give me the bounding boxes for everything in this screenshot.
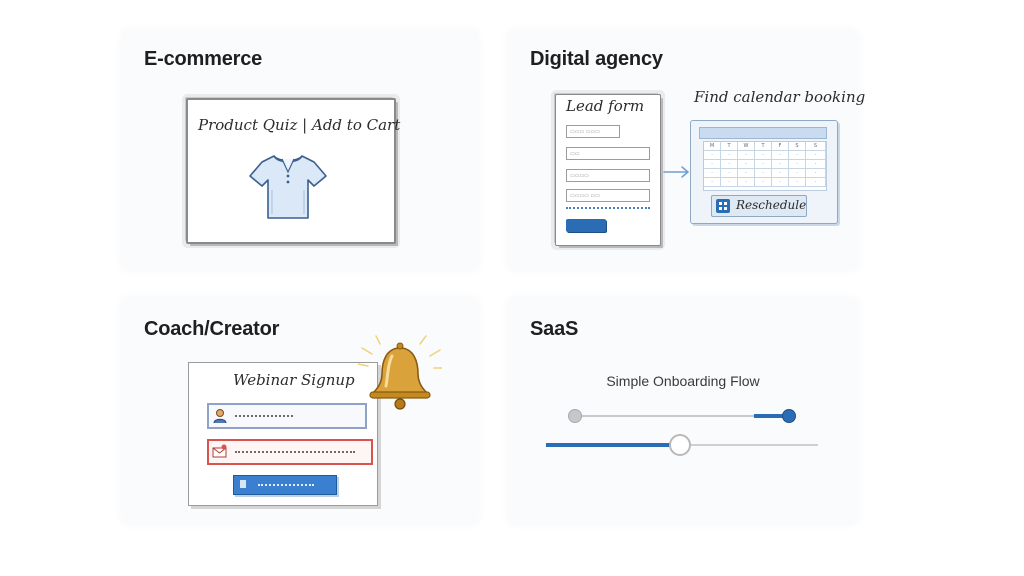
scribble-text xyxy=(258,484,314,488)
scribble-text xyxy=(235,415,293,419)
scribble-text xyxy=(235,451,355,455)
slider-start-handle[interactable] xyxy=(568,409,582,423)
arrow-right-icon xyxy=(663,166,690,178)
card-title: Digital agency xyxy=(530,48,663,70)
reschedule-button[interactable]: Reschedule xyxy=(711,195,807,217)
slider-handle[interactable] xyxy=(669,434,691,456)
lead-form-sketch: Lead form ▭▭▭ ▭▭▭ ▭▭ ▭▭▭▭ ▭▭▭▭ ▭▭ xyxy=(555,94,661,246)
onboarding-flow-label: Simple Onboarding Flow xyxy=(606,373,760,389)
form-field[interactable]: ▭▭▭▭ xyxy=(566,169,650,182)
register-button[interactable] xyxy=(233,475,337,495)
bell-icon xyxy=(358,335,442,410)
webinar-signup-sketch: Webinar Signup xyxy=(188,362,378,506)
onboarding-slider-bottom[interactable] xyxy=(546,434,818,456)
slider-fill xyxy=(546,443,679,447)
slider-fill xyxy=(754,414,790,418)
name-input-sketch[interactable] xyxy=(207,403,367,429)
form-field[interactable]: ▭▭ xyxy=(566,147,650,160)
email-input-sketch[interactable] xyxy=(207,439,373,465)
card-title: E-commerce xyxy=(144,48,263,70)
onboarding-slider-top[interactable] xyxy=(568,408,796,424)
user-icon xyxy=(213,409,227,424)
card-coach-creator: Coach/Creator Webinar Signup xyxy=(122,298,478,524)
card-title: Coach/Creator xyxy=(144,318,280,340)
reschedule-label: Reschedule xyxy=(736,198,807,212)
calendar-icon xyxy=(716,199,730,213)
submit-button[interactable] xyxy=(566,219,606,232)
calendar-header xyxy=(699,127,827,139)
tshirt-icon xyxy=(249,155,327,219)
calendar-label: Find calendar booking xyxy=(694,88,866,106)
card-title: SaaS xyxy=(530,318,579,340)
slider-track xyxy=(574,415,790,417)
card-saas: SaaS Simple Onboarding Flow xyxy=(508,298,858,524)
card-digital-agency: Digital agency Lead form ▭▭▭ ▭▭▭ ▭▭ ▭▭▭▭… xyxy=(508,30,865,270)
sketch-label: Webinar Signup xyxy=(233,371,355,389)
sketch-label: Product Quiz | Add to Cart xyxy=(198,116,401,134)
form-dots xyxy=(566,207,650,215)
card-ecommerce: E-commerce Product Quiz | Add to Cart xyxy=(122,30,478,270)
slider-handle[interactable] xyxy=(782,409,796,423)
form-field[interactable]: ▭▭▭ ▭▭▭ xyxy=(566,125,620,138)
lead-form-label: Lead form xyxy=(566,97,645,115)
product-quiz-sketch: Product Quiz | Add to Cart xyxy=(186,98,400,244)
envelope-icon xyxy=(212,444,227,458)
form-field[interactable]: ▭▭▭▭ ▭▭ xyxy=(566,189,650,202)
